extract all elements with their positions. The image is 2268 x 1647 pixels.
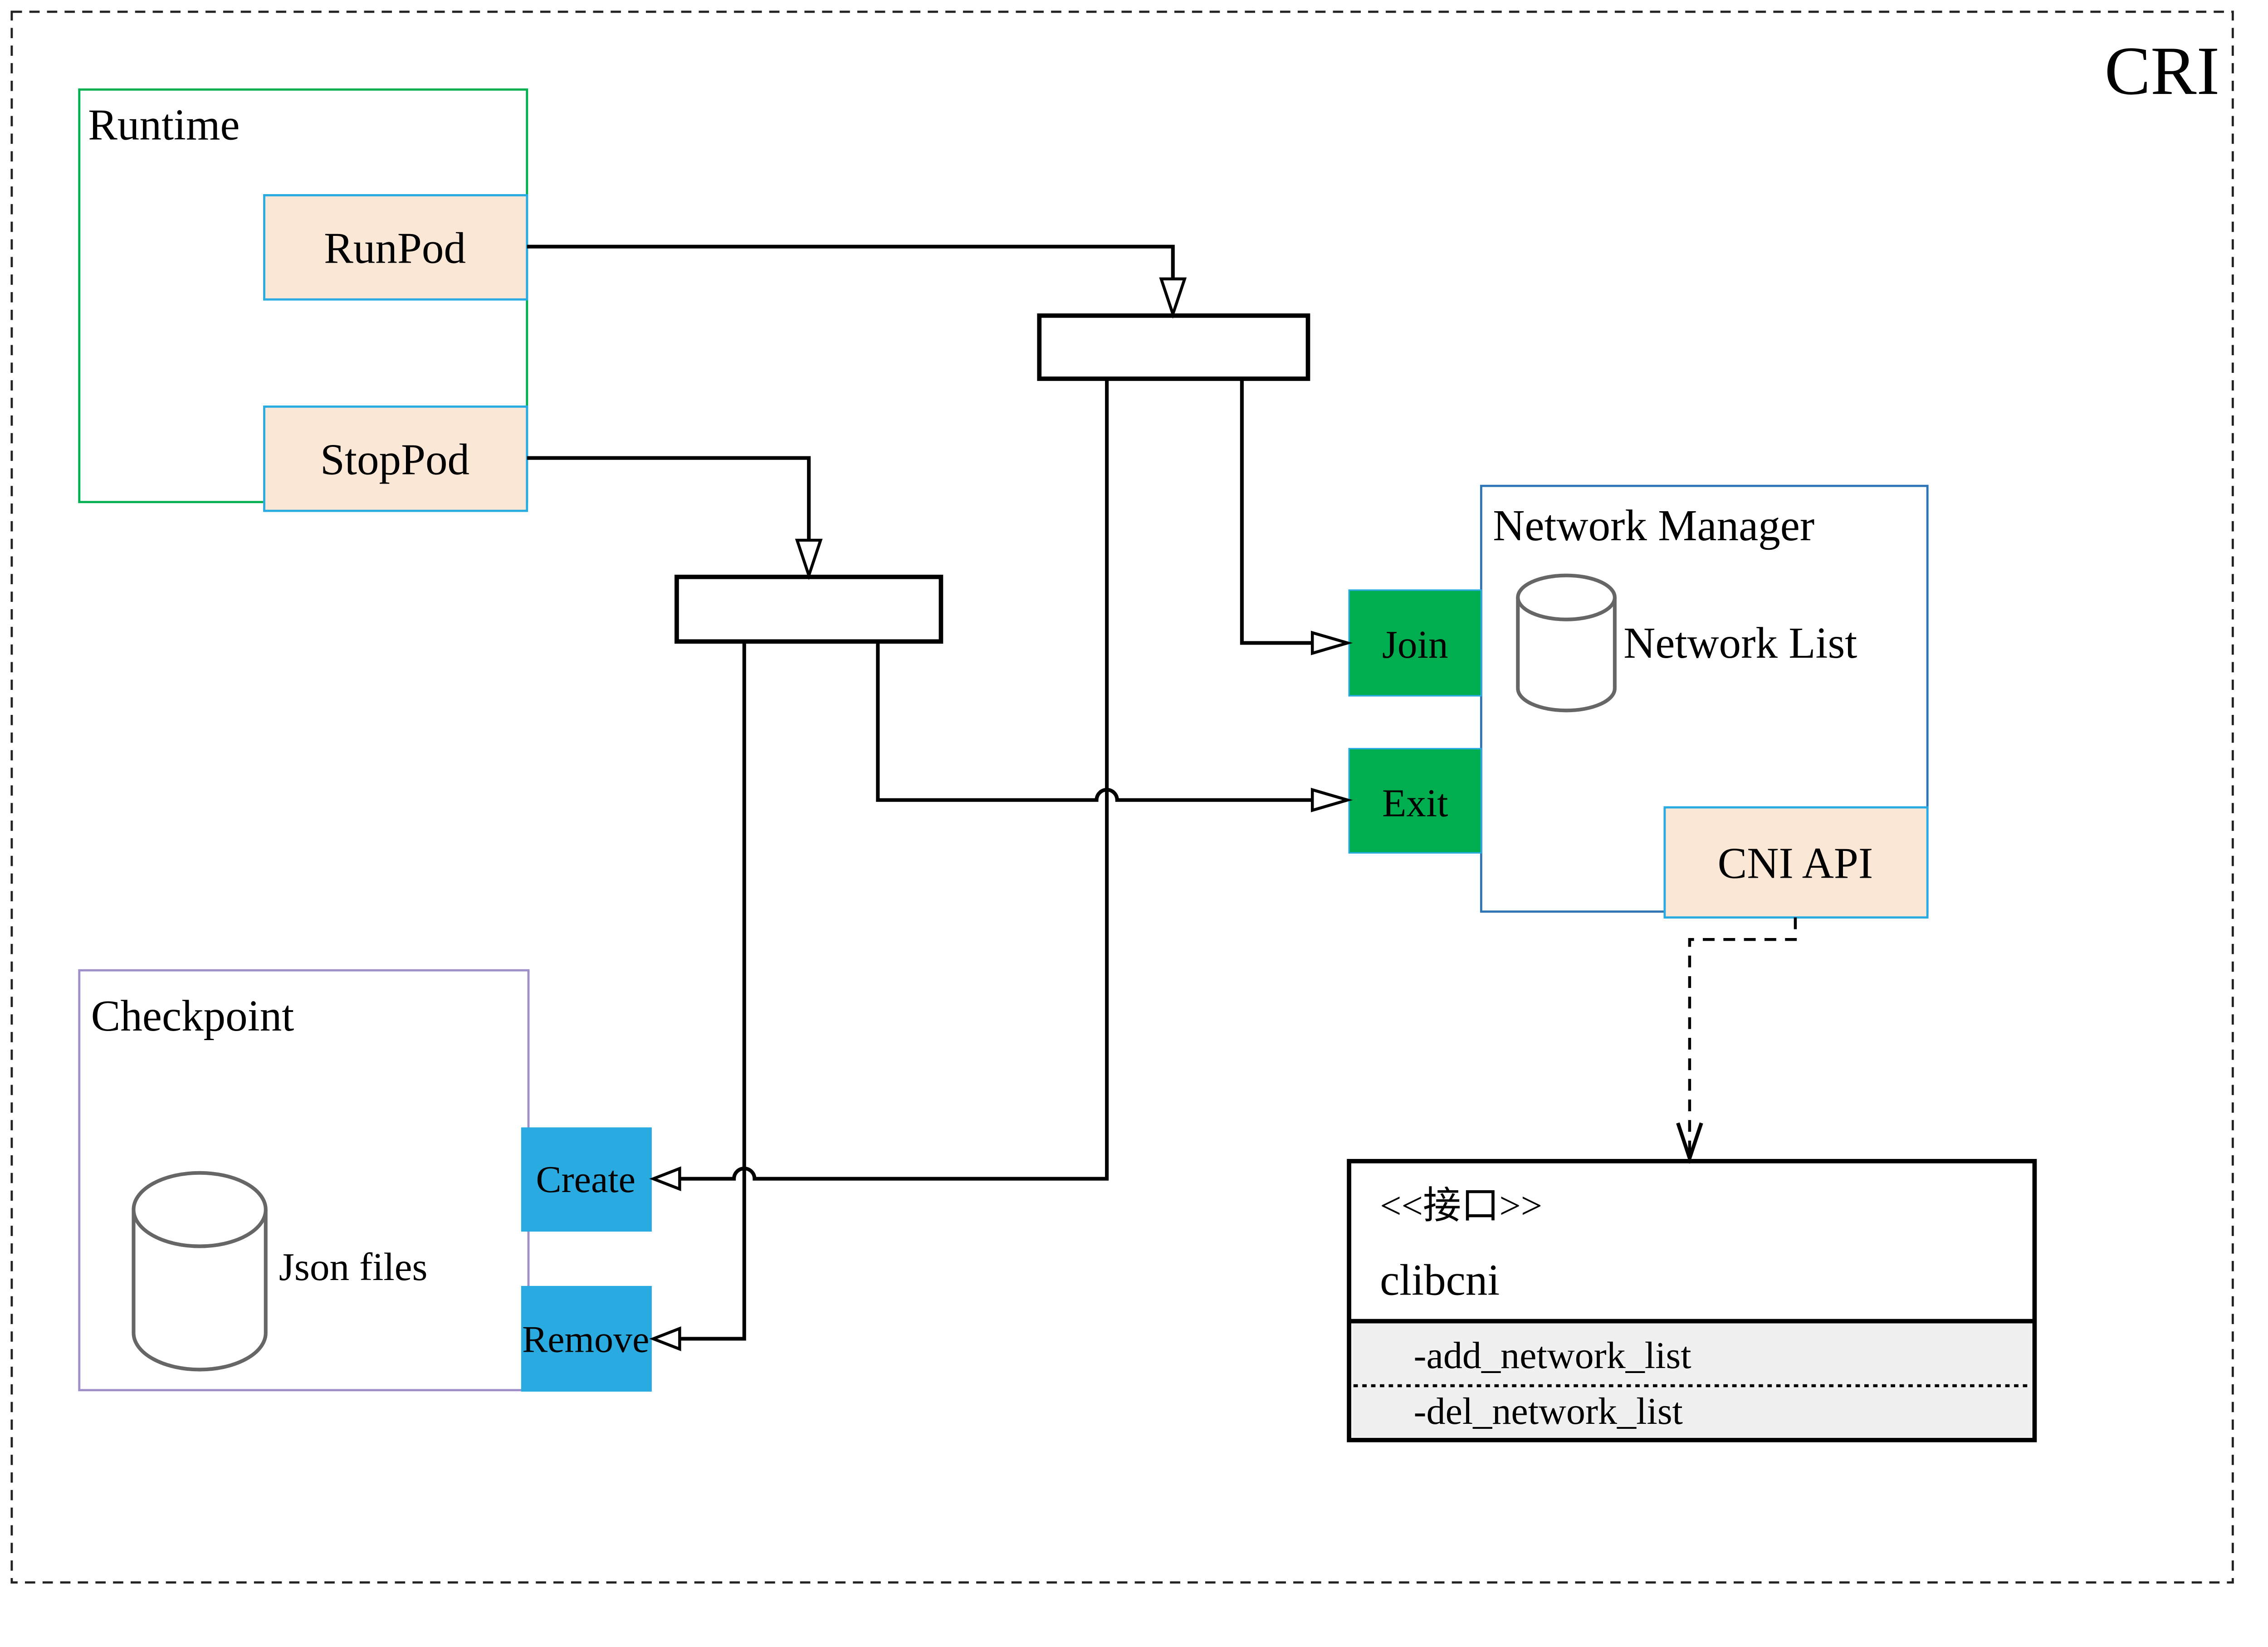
connector-bar2-to-exit — [876, 641, 1313, 802]
join-box — [1348, 589, 1482, 697]
runpod-branch-bar — [1037, 313, 1310, 381]
network-list-label: Network List — [1623, 618, 1857, 667]
connector-cniapi-to-clibcni — [1688, 917, 1797, 1155]
interface-methods-section — [1352, 1322, 2032, 1437]
cni-api-label: CNI API — [1718, 838, 1873, 887]
arrowhead-join-icon — [1310, 630, 1353, 655]
checkpoint-label: Checkpoint — [91, 991, 294, 1040]
outer-dashed-border — [10, 10, 2234, 1584]
arrowhead-remove-icon — [649, 1326, 681, 1351]
remove-label: Remove — [522, 1319, 649, 1361]
cylinder-top — [132, 1171, 268, 1248]
cylinder-top — [1516, 573, 1617, 621]
create-label: Create — [536, 1158, 636, 1201]
interface-name: clibcni — [1380, 1255, 1500, 1304]
cylinder-body — [1516, 597, 1617, 713]
stoppod-label: StopPod — [320, 435, 469, 484]
exit-box — [1348, 748, 1482, 854]
interface-method-del: -del_network_list — [1414, 1390, 1683, 1432]
runpod-box — [263, 194, 528, 301]
stoppod-branch-bar — [675, 574, 943, 644]
connector-stoppod-to-bar — [527, 456, 811, 540]
cri-diagram: CRI Runtime RunPod StopPod Network Manag… — [10, 10, 2234, 1584]
arrowhead-down-bar2-icon — [795, 538, 823, 580]
interface-stereotype: <<接口>> — [1380, 1185, 1542, 1227]
runpod-label: RunPod — [324, 223, 466, 272]
json-files-label: Json files — [279, 1245, 428, 1289]
arrowhead-down-bar1-icon — [1159, 277, 1187, 319]
connector-runpod-to-bar — [527, 244, 1175, 279]
network-list-cylinder-icon — [1516, 573, 1617, 713]
create-box — [521, 1127, 652, 1232]
arrowhead-create-icon — [649, 1166, 681, 1192]
arrowhead-exit-icon — [1310, 787, 1353, 812]
page-title: CRI — [2105, 32, 2220, 109]
stoppod-box — [263, 406, 528, 512]
connector-bar1-to-join — [1240, 378, 1313, 645]
runtime-label: Runtime — [88, 100, 240, 149]
arrowhead-clibcni-icon — [1676, 1122, 1703, 1164]
join-label: Join — [1382, 622, 1448, 666]
cylinder-body — [132, 1209, 268, 1372]
json-files-cylinder-icon — [132, 1171, 268, 1372]
exit-label: Exit — [1382, 781, 1448, 825]
connector-bar2-to-remove — [679, 641, 746, 1341]
interface-method-add: -add_network_list — [1414, 1334, 1691, 1377]
network-manager-label: Network Manager — [1493, 501, 1814, 550]
remove-box — [521, 1285, 652, 1392]
